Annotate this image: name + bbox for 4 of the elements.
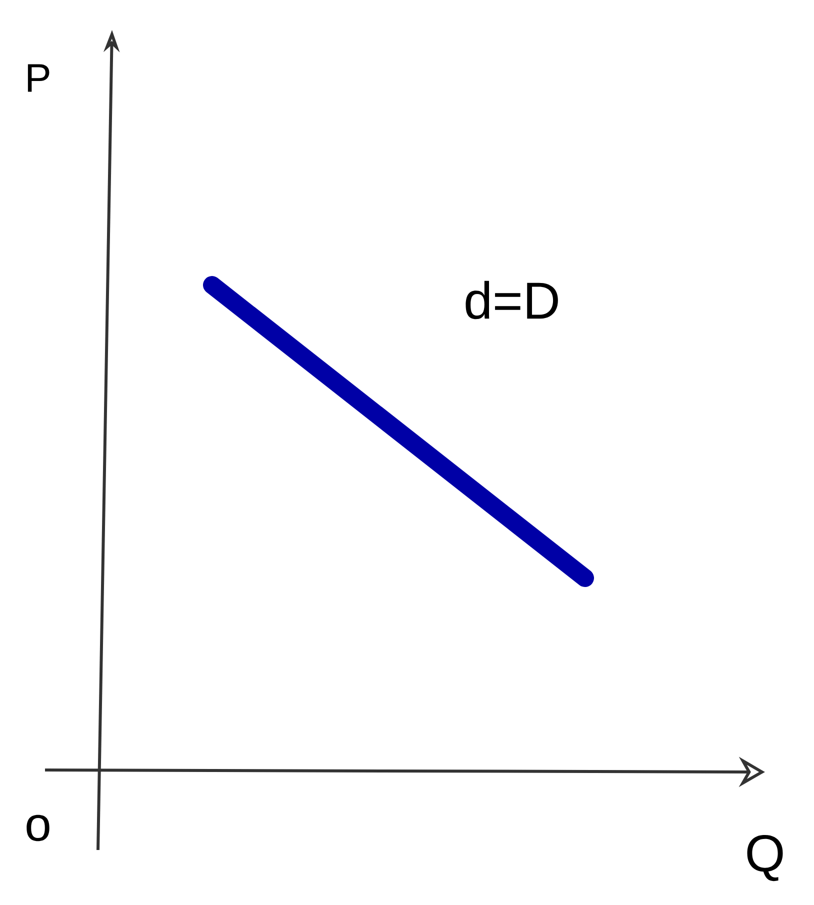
- axis-label: P: [28, 64, 50, 92]
- axis-label: Q: [747, 834, 783, 882]
- axis-label: o: [26, 814, 50, 842]
- axis-label: d=D: [466, 280, 558, 320]
